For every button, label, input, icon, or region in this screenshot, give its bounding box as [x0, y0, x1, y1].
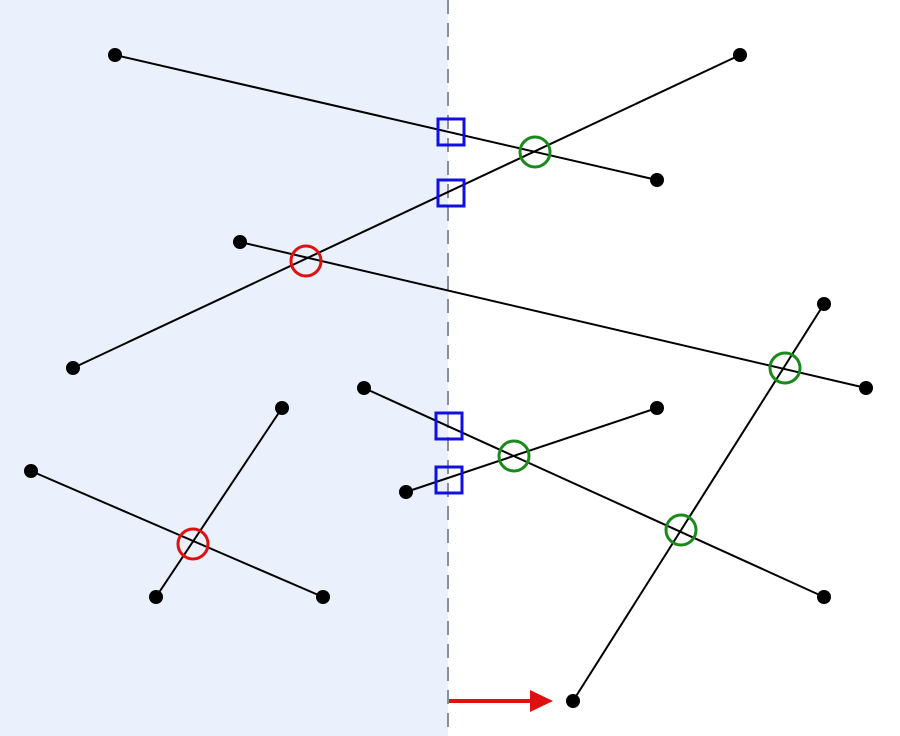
- endpoint-5a: [357, 381, 371, 395]
- endpoint-5b: [817, 590, 831, 604]
- endpoint-8a: [149, 590, 163, 604]
- markers-layer: [176, 117, 802, 561]
- segment-1: [114, 54, 658, 181]
- endpoint-4b: [817, 297, 831, 311]
- segment-2: [72, 54, 741, 369]
- endpoint-8b: [275, 401, 289, 415]
- sweep-crossing-marker-1: [436, 117, 466, 147]
- segment-8: [155, 407, 283, 598]
- segments-layer: [30, 54, 867, 702]
- sweep-crossing-marker-2: [436, 178, 466, 208]
- segment-3: [239, 241, 867, 389]
- sweep-crossing-marker-3: [434, 411, 464, 441]
- segment-4: [572, 303, 825, 702]
- pending-intersection-marker-4: [664, 513, 698, 547]
- sweep-crossing-marker-4: [434, 465, 464, 495]
- endpoint-7b: [316, 590, 330, 604]
- endpoint-1b: [650, 173, 664, 187]
- found-intersection-marker-2: [176, 527, 210, 561]
- endpoint-6a: [399, 485, 413, 499]
- endpoints-layer: [24, 48, 873, 708]
- segment-6: [405, 407, 658, 493]
- endpoint-2b: [733, 48, 747, 62]
- endpoint-3a: [233, 235, 247, 249]
- pending-intersection-marker-1: [518, 135, 552, 169]
- segment-7: [30, 470, 324, 598]
- endpoint-2a: [66, 361, 80, 375]
- endpoint-1a: [108, 48, 122, 62]
- endpoint-6b: [650, 401, 664, 415]
- segment-5: [363, 387, 825, 598]
- endpoint-3b: [859, 381, 873, 395]
- sweep-direction-arrow-icon: [449, 690, 553, 712]
- endpoint-4a: [566, 694, 580, 708]
- pending-intersection-marker-2: [768, 351, 802, 385]
- pending-intersection-marker-3: [497, 439, 531, 473]
- found-intersection-marker-1: [289, 244, 323, 278]
- endpoint-7a: [24, 464, 38, 478]
